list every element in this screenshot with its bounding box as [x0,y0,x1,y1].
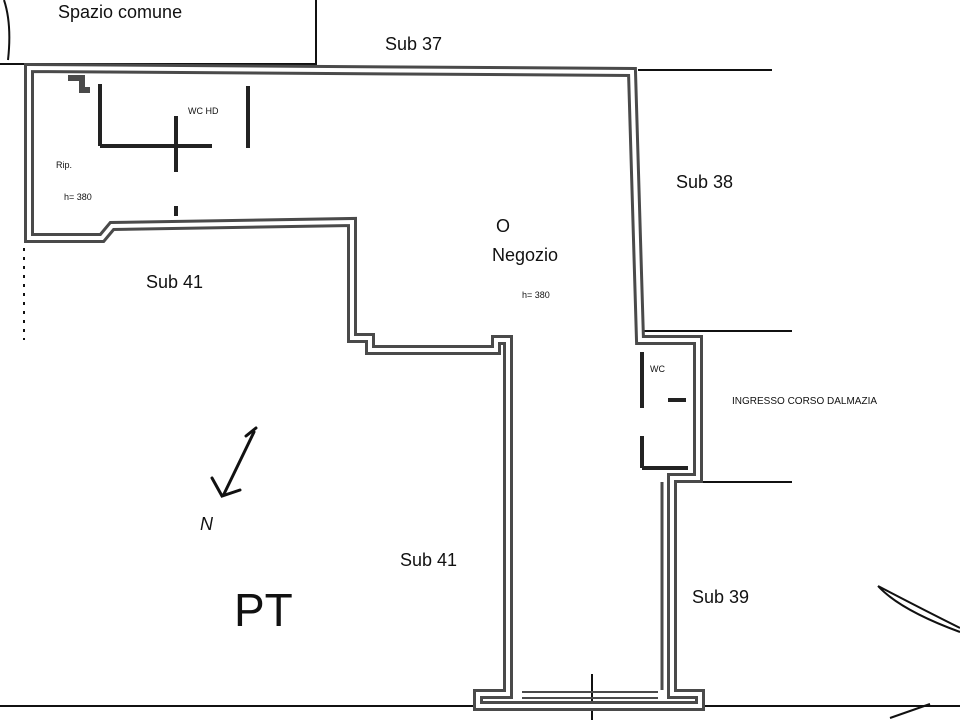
label-north: N [200,514,214,534]
corner-mark [889,703,931,719]
label-sub39: Sub 39 [692,587,749,607]
wc-hd-partitions [98,84,250,216]
label-floor: PT [234,584,293,636]
label-negozio-marker: O [496,216,510,236]
label-rip-height: h= 380 [64,192,92,202]
outer-wall [24,62,705,711]
right-ellipse [877,585,960,633]
outer-wall-inner-line [27,65,702,708]
north-arrow-shaft [222,430,256,496]
label-sub41-bottom: Sub 41 [400,550,457,570]
label-sub38: Sub 38 [676,172,733,192]
label-negozio: Negozio [492,245,558,265]
walls [24,62,705,711]
label-wc-hd: WC HD [188,106,219,116]
label-ingresso: INGRESSO CORSO DALMAZIA [732,396,877,407]
north-arrow-tail [244,426,258,438]
label-spazio-comune: Spazio comune [58,2,182,22]
sketch-marks [3,0,960,719]
rip-wall [68,75,90,93]
label-negozio-height: h= 380 [522,290,550,300]
label-sub37: Sub 37 [385,34,442,54]
label-wc: WC [650,364,665,374]
north-arrow-head [210,476,242,498]
left-edge-arc [3,0,11,61]
label-sub41-left: Sub 41 [146,272,203,292]
wc-partitions [640,352,688,470]
north-arrow [210,426,258,498]
label-rip: Rip. [56,160,72,170]
